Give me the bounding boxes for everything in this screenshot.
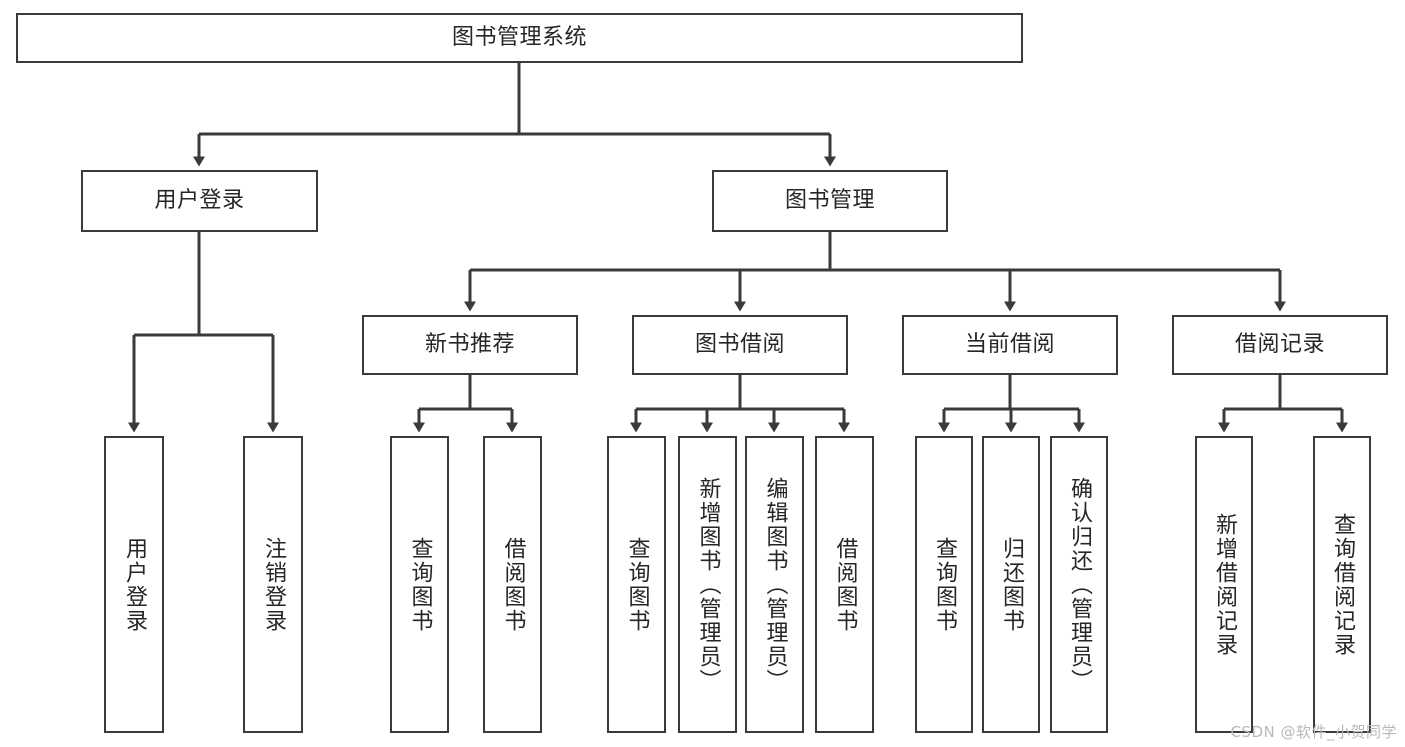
node-new-book-recommend-label: 新书推荐	[424, 331, 515, 357]
leaf-edit-book-admin[interactable]: 编辑图书（管理员）	[745, 436, 804, 733]
leaf-query-book-current-label: 查询图书	[931, 536, 957, 633]
node-book-borrow[interactable]: 图书借阅	[632, 315, 848, 375]
watermark: CSDN @软件_小贺同学	[1230, 723, 1397, 741]
node-book-borrow-label: 图书借阅	[694, 331, 785, 357]
leaf-add-borrow-record[interactable]: 新增借阅记录	[1195, 436, 1253, 733]
leaf-query-borrow-record[interactable]: 查询借阅记录	[1313, 436, 1371, 733]
leaf-borrow-book-recommend[interactable]: 借阅图书	[483, 436, 542, 733]
node-root[interactable]: 图书管理系统	[16, 13, 1023, 63]
leaf-query-book-recommend[interactable]: 查询图书	[390, 436, 449, 733]
node-root-label: 图书管理系统	[451, 24, 587, 50]
leaf-return-book[interactable]: 归还图书	[982, 436, 1040, 733]
leaf-confirm-return-admin-label: 确认归还（管理员）	[1066, 476, 1092, 693]
leaf-add-book-admin[interactable]: 新增图书（管理员）	[678, 436, 737, 733]
leaf-user-login-label: 用户登录	[121, 536, 147, 633]
node-book-management-label: 图书管理	[784, 187, 875, 213]
leaf-query-book-recommend-label: 查询图书	[407, 536, 433, 633]
node-borrow-records[interactable]: 借阅记录	[1172, 315, 1388, 375]
leaf-add-borrow-record-label: 新增借阅记录	[1211, 512, 1237, 657]
leaf-query-borrow-record-label: 查询借阅记录	[1329, 512, 1355, 657]
leaf-edit-book-admin-label: 编辑图书（管理员）	[762, 476, 788, 693]
leaf-logout-label: 注销登录	[260, 536, 286, 633]
leaf-query-book-borrow[interactable]: 查询图书	[607, 436, 666, 733]
leaf-query-book-current[interactable]: 查询图书	[915, 436, 973, 733]
leaf-add-book-admin-label: 新增图书（管理员）	[695, 476, 721, 693]
leaf-borrow-book-label: 借阅图书	[832, 536, 858, 633]
leaf-logout[interactable]: 注销登录	[243, 436, 303, 733]
node-user-login[interactable]: 用户登录	[81, 170, 318, 232]
leaf-user-login[interactable]: 用户登录	[104, 436, 164, 733]
leaf-borrow-book[interactable]: 借阅图书	[815, 436, 874, 733]
node-current-borrow-label: 当前借阅	[964, 331, 1055, 357]
node-new-book-recommend[interactable]: 新书推荐	[362, 315, 578, 375]
leaf-return-book-label: 归还图书	[998, 536, 1024, 633]
leaf-borrow-book-recommend-label: 借阅图书	[500, 536, 526, 633]
node-book-management[interactable]: 图书管理	[712, 170, 948, 232]
node-borrow-records-label: 借阅记录	[1234, 331, 1325, 357]
node-user-login-label: 用户登录	[154, 187, 245, 213]
leaf-query-book-borrow-label: 查询图书	[624, 536, 650, 633]
leaf-confirm-return-admin[interactable]: 确认归还（管理员）	[1050, 436, 1108, 733]
node-current-borrow[interactable]: 当前借阅	[902, 315, 1118, 375]
